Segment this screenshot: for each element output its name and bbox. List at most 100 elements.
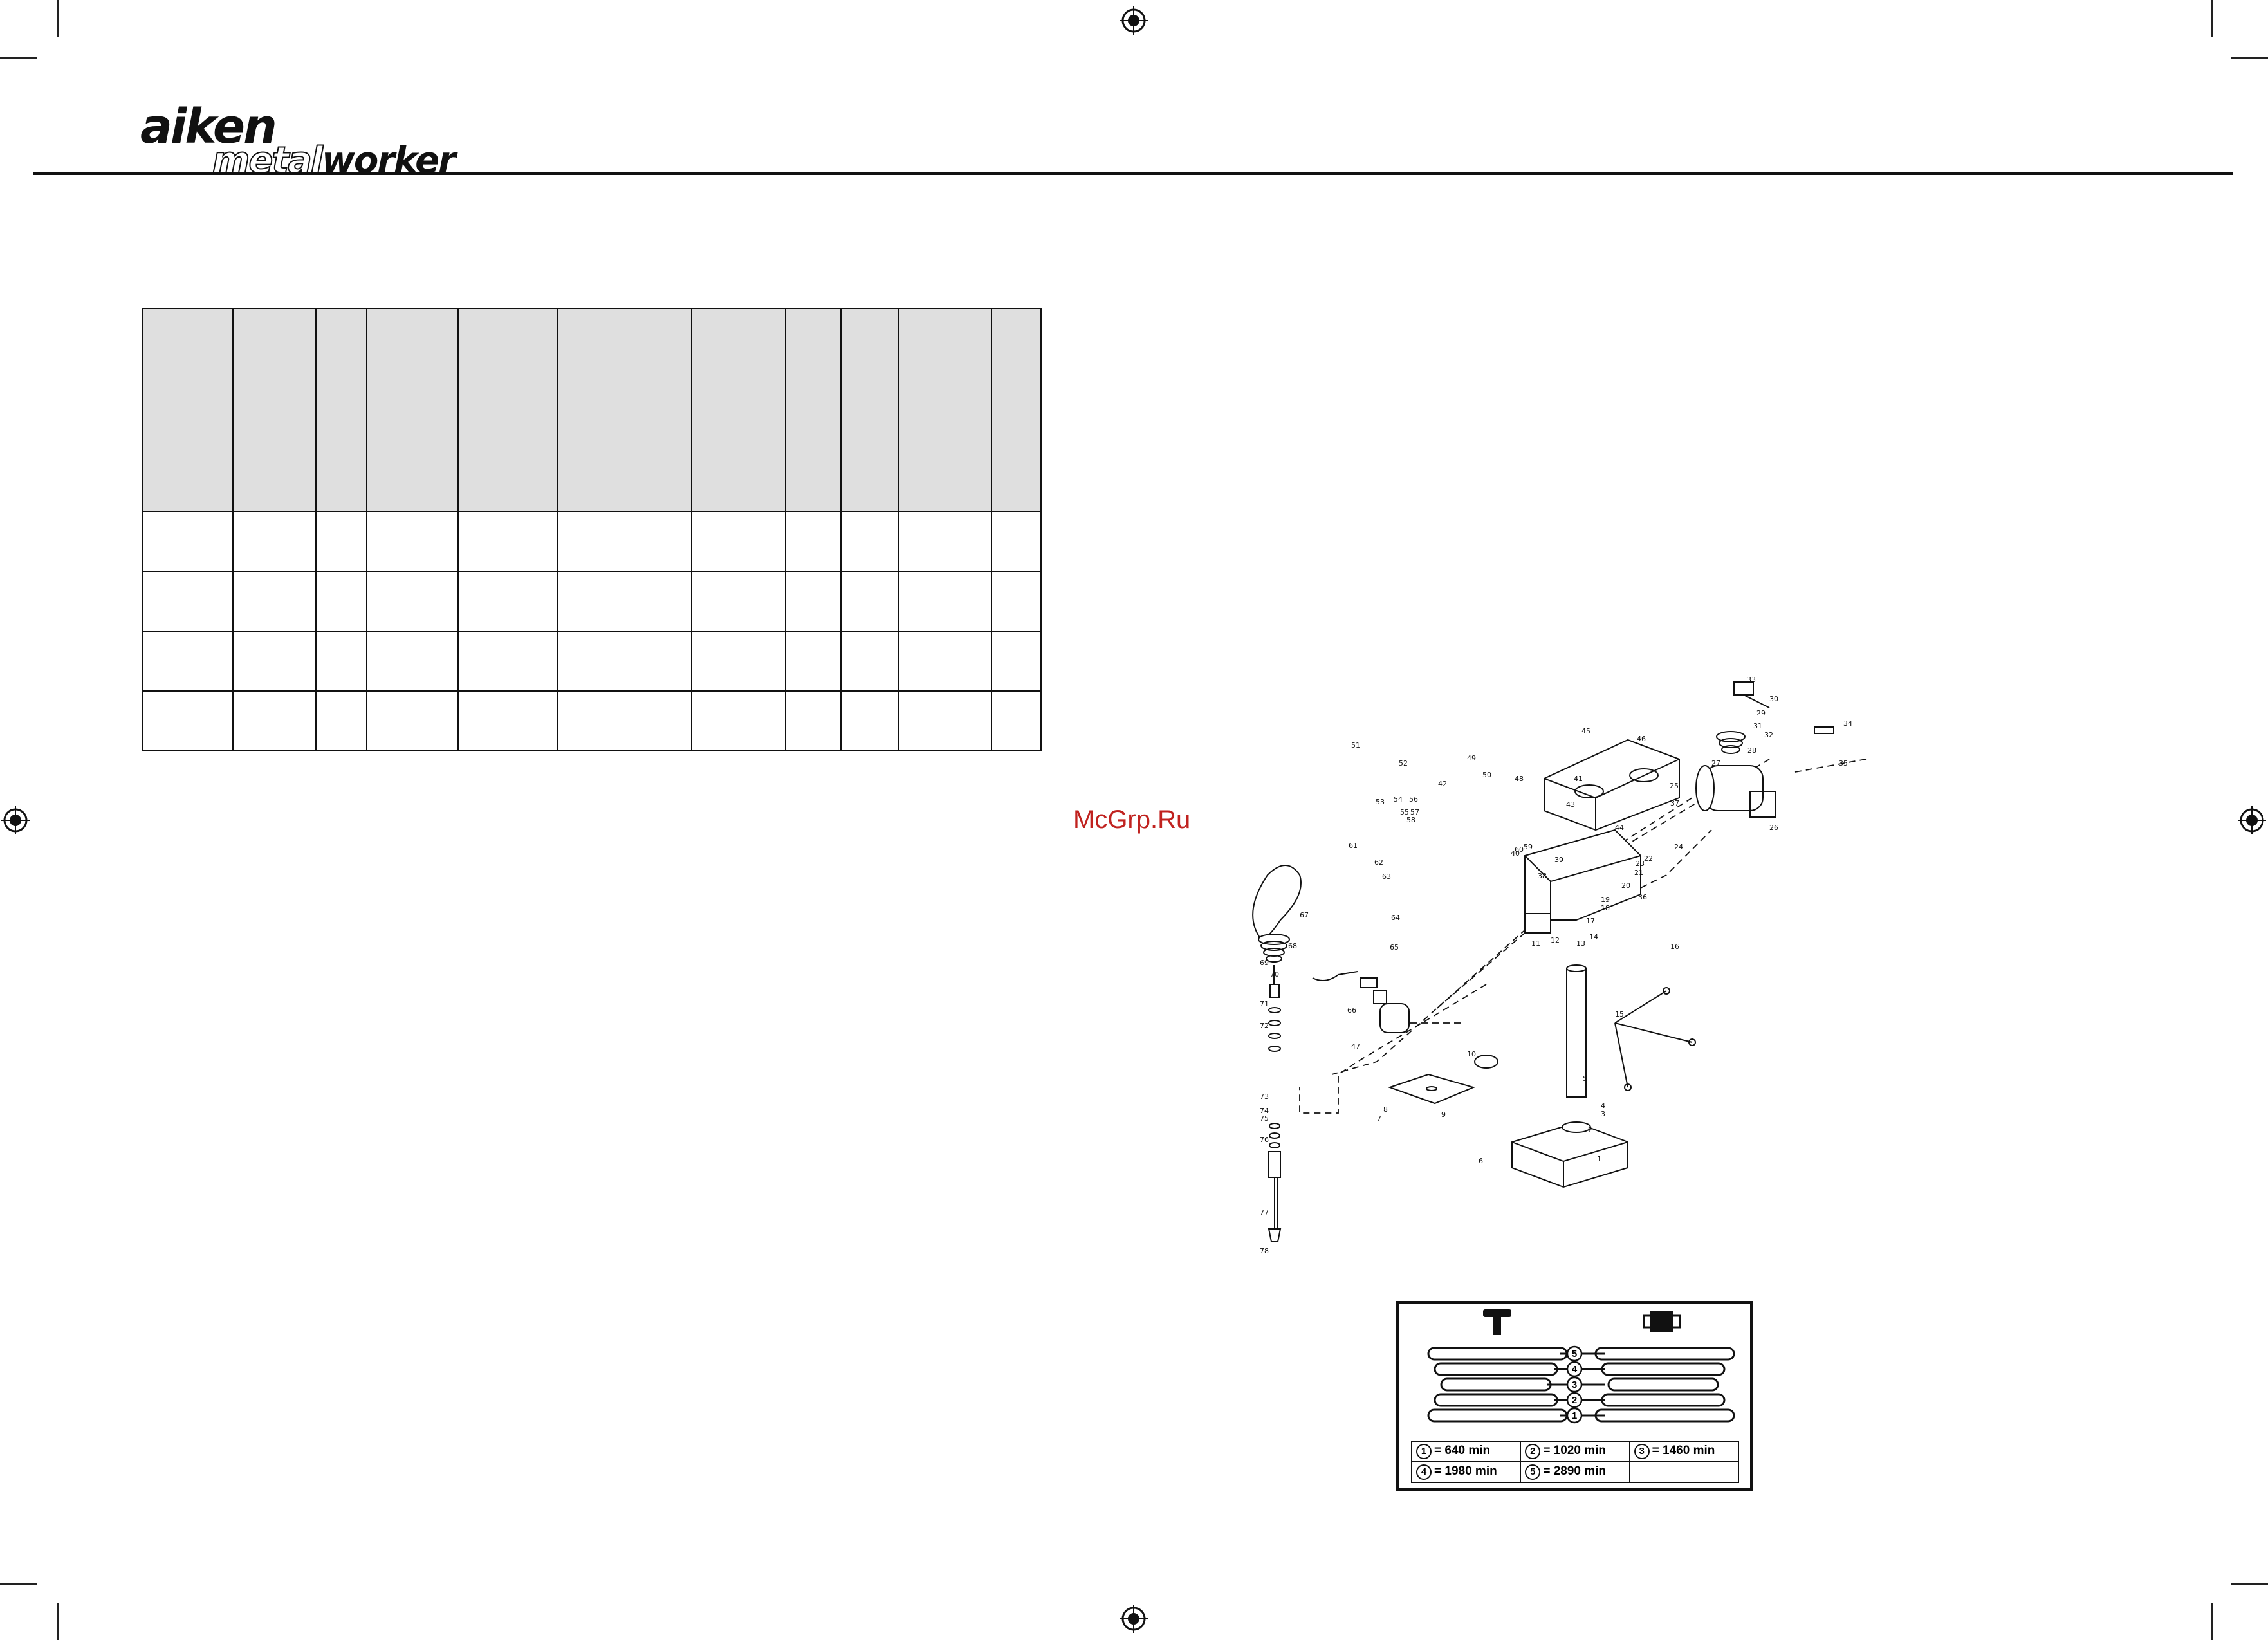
part-label: 16 (1670, 943, 1679, 951)
part-label: 20 (1621, 881, 1630, 890)
motor (1695, 765, 1776, 818)
registration-mark-top (1120, 6, 1148, 35)
part-label: 36 (1638, 893, 1647, 901)
power-cable (1312, 971, 1387, 1004)
registration-mark-left (1, 806, 30, 834)
part-label: 75 (1260, 1114, 1269, 1123)
part-label: 47 (1351, 1042, 1360, 1051)
part-label: 23 (1636, 860, 1645, 868)
table-cell (142, 631, 234, 692)
part-label: 61 (1349, 842, 1358, 850)
part-label: 7 (1377, 1114, 1381, 1123)
part-label: 22 (1644, 854, 1653, 863)
motor-pulley-stack (1594, 1347, 1735, 1423)
step-number: 1 (1572, 1410, 1577, 1421)
part-labels: 1 2 3 4 5 6 7 8 9 10 11 12 13 14 15 16 1… (1260, 676, 1852, 1255)
part-label: 74 (1260, 1107, 1269, 1115)
step-number: 4 (1572, 1364, 1578, 1375)
part-label: 65 (1390, 943, 1399, 952)
part-label: 25 (1670, 782, 1679, 790)
table-cell (142, 571, 234, 632)
part-label: 55 (1400, 808, 1409, 816)
table-row (142, 571, 1042, 632)
table-cell (991, 631, 1042, 692)
part-label: 18 (1601, 904, 1610, 912)
part-label: 51 (1351, 741, 1360, 750)
part-label: 14 (1589, 933, 1598, 941)
speed-table: 1= 640 min 2= 1020 min 3= 1460 min 4= 19… (1410, 1441, 1740, 1483)
speed-chart: 5 4 3 2 1 1= 640 min 2= 1020 min 3= 1460… (1396, 1301, 1753, 1491)
crop-mark (57, 1603, 59, 1640)
speed-value: = 1980 min (1434, 1464, 1497, 1478)
part-label: 2 (1588, 1126, 1592, 1134)
part-label: 40 (1511, 849, 1520, 858)
logo-worker-text: worker (322, 140, 456, 181)
depth-stop-housing (1379, 1003, 1410, 1033)
part-label: 63 (1382, 872, 1391, 881)
part-label: 26 (1769, 824, 1778, 832)
table-cell (691, 571, 786, 632)
speed-number: 3 (1634, 1444, 1650, 1459)
logo-metal-text: metal (212, 140, 324, 181)
part-label: 71 (1260, 1000, 1269, 1008)
spindle-pulley (1258, 934, 1290, 984)
part-label: 37 (1670, 799, 1679, 807)
table-cell (315, 511, 367, 572)
part-label: 13 (1576, 939, 1585, 948)
belt-guard (1544, 739, 1680, 831)
part-label: 66 (1347, 1006, 1356, 1015)
speed-row: 1= 640 min 2= 1020 min 3= 1460 min (1410, 1441, 1740, 1462)
part-label: 58 (1406, 816, 1415, 824)
motor-icon (1643, 1311, 1681, 1332)
part-label: 38 (1538, 872, 1547, 880)
part-label: 77 (1260, 1208, 1269, 1217)
spindle-icon (1483, 1309, 1511, 1335)
base (1511, 1121, 1628, 1188)
spindle-pulley-stack (1427, 1347, 1568, 1423)
crop-mark (2231, 57, 2268, 59)
table-header-cell (785, 308, 842, 512)
crop-mark (0, 57, 37, 59)
part-label: 17 (1586, 917, 1595, 925)
table-header-cell (691, 308, 786, 512)
crop-mark (0, 1583, 37, 1585)
part-label: 44 (1615, 824, 1624, 832)
part-label: 3 (1601, 1110, 1605, 1118)
part-label: 19 (1601, 896, 1610, 904)
brand-logo-aiken: aiken (140, 99, 277, 154)
part-label: 52 (1399, 759, 1408, 768)
part-label: 5 (1583, 1074, 1587, 1083)
speed-cell: 5= 2890 min (1520, 1461, 1630, 1483)
part-label: 57 (1410, 808, 1419, 816)
table-cell (142, 511, 234, 572)
part-label: 15 (1615, 1010, 1624, 1018)
table-cell (785, 511, 842, 572)
part-label: 56 (1409, 795, 1418, 804)
table-cell (785, 690, 842, 751)
part-label: 53 (1376, 798, 1385, 806)
part-label: 6 (1479, 1157, 1483, 1165)
table-header-cell (840, 308, 899, 512)
part-label: 39 (1554, 856, 1563, 864)
pulley-illustration: 5 4 3 2 1 (1427, 1309, 1735, 1424)
speed-number: 1 (1416, 1444, 1432, 1459)
table-cell (557, 511, 692, 572)
table-row (142, 511, 1042, 572)
part-label: 45 (1581, 727, 1590, 735)
spec-table (142, 308, 1042, 751)
table-cell (785, 571, 842, 632)
part-label: 32 (1764, 731, 1773, 739)
table-cell (785, 631, 842, 692)
table-cell (991, 511, 1042, 572)
speed-number: 4 (1416, 1464, 1432, 1480)
part-label: 69 (1260, 959, 1269, 967)
table-cell (691, 511, 786, 572)
part-label: 35 (1839, 759, 1848, 768)
table-header-cell (142, 308, 234, 512)
part-label: 72 (1260, 1022, 1269, 1030)
registration-mark-right (2238, 806, 2266, 834)
table-cell (557, 690, 692, 751)
exploded-parts-diagram: 1 2 3 4 5 6 7 8 9 10 11 12 13 14 15 16 1… (1252, 676, 1867, 1255)
table-cell (232, 631, 317, 692)
work-table (1387, 1073, 1476, 1105)
